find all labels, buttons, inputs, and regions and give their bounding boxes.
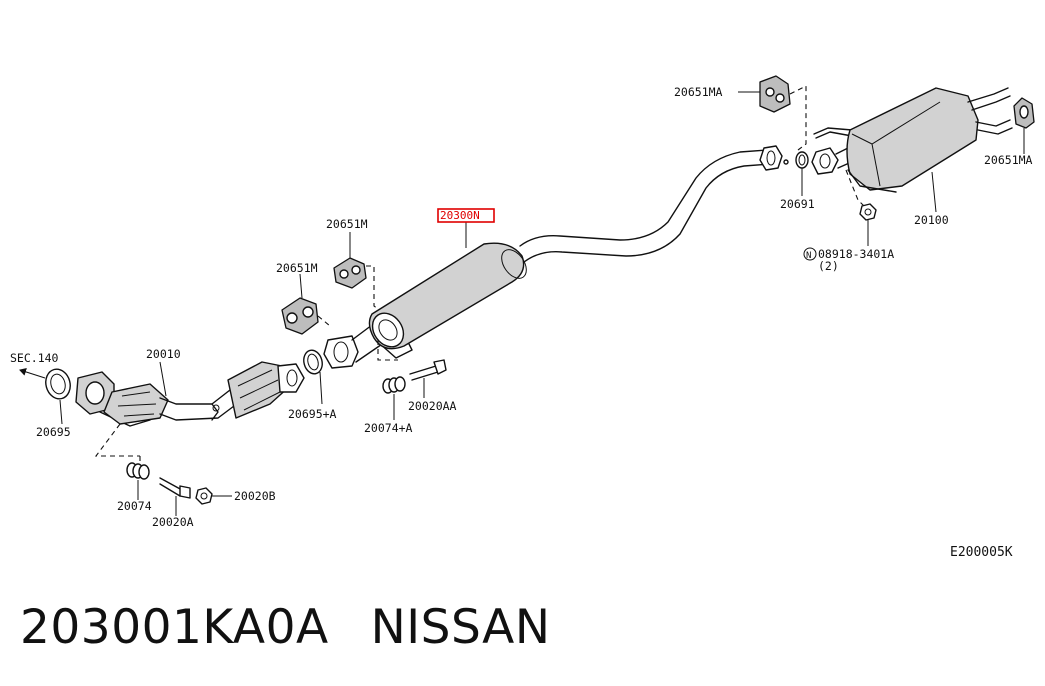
part-footer: 203001KA0A NISSAN (20, 600, 551, 655)
gasket-20695a[interactable] (301, 348, 325, 376)
center-tube-20300n[interactable] (323, 145, 783, 369)
sec140-arrow (19, 368, 46, 379)
brand-name: NISSAN (370, 600, 551, 655)
gasket-20695[interactable] (43, 366, 74, 401)
part-number: 203001KA0A (20, 600, 329, 655)
main-muffler-20100[interactable] (811, 87, 1013, 193)
bolt-20020a[interactable] (159, 477, 191, 499)
label-20695a[interactable]: 20695+A (288, 407, 337, 421)
nut-08918-3401a[interactable] (859, 203, 877, 221)
insulator-20651m-lower[interactable] (281, 297, 319, 335)
bolt-20020aa[interactable] (409, 359, 447, 381)
insulator-20651ma-upper[interactable] (759, 75, 791, 113)
label-bolt-prefix: N (806, 251, 811, 261)
label-20020a[interactable]: 20020A (152, 515, 194, 529)
insulator-20651m-upper[interactable] (333, 257, 367, 289)
label-20695[interactable]: 20695 (36, 425, 71, 439)
label-20020aa[interactable]: 20020AA (408, 399, 457, 413)
label-20010[interactable]: 20010 (146, 347, 181, 361)
label-20074a[interactable]: 20074+A (364, 421, 413, 435)
label-20100[interactable]: 20100 (914, 213, 949, 227)
spring-20074[interactable] (126, 462, 150, 480)
label-20074[interactable]: 20074 (117, 499, 152, 513)
front-tube-20010[interactable] (75, 361, 305, 427)
highlight-box (437, 208, 495, 223)
label-20691[interactable]: 20691 (780, 197, 815, 211)
bolt-prefix-circle (803, 247, 817, 261)
diagram-code: E200005K (950, 545, 1013, 560)
gasket-20691[interactable] (783, 151, 809, 169)
insulator-20651ma-rear[interactable] (1013, 97, 1035, 129)
label-20300n[interactable]: 20300N (440, 209, 480, 222)
spring-20074a[interactable] (382, 376, 406, 394)
label-20651ma-upper[interactable]: 20651MA (674, 85, 723, 99)
label-08918-3401a[interactable]: 08918-3401A (818, 247, 894, 261)
label-20651m-upper[interactable]: 20651M (326, 217, 368, 231)
label-20651ma-rear[interactable]: 20651MA (984, 153, 1033, 167)
label-20020b[interactable]: 20020B (234, 489, 276, 503)
label-sec140[interactable]: SEC.140 (10, 351, 59, 365)
label-20651m-lower[interactable]: 20651M (276, 261, 318, 275)
nut-20020b[interactable] (195, 487, 213, 505)
label-08918-qty: (2) (818, 259, 839, 273)
